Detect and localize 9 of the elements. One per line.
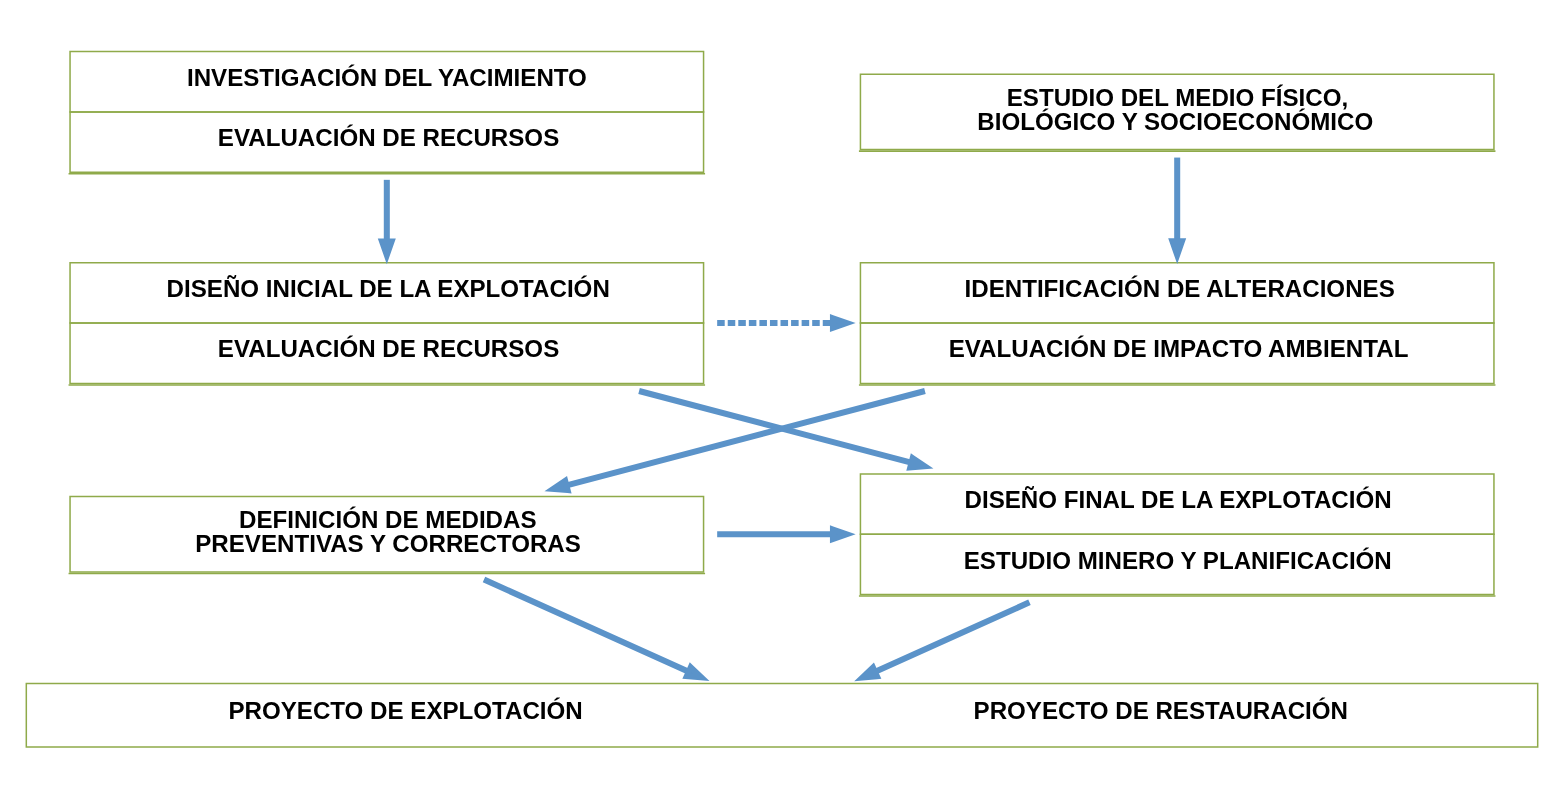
arrow — [377, 179, 396, 264]
arrow — [717, 524, 856, 543]
arrow — [1168, 157, 1187, 264]
arrow — [854, 599, 1031, 681]
arrow — [482, 576, 710, 681]
arrow — [717, 313, 856, 332]
arrow — [544, 387, 926, 493]
node-box: PROYECTO DE EXPLOTACIÓN PROYECTO DE RESTAURACIÓN — [25, 682, 1539, 748]
arrow — [638, 387, 934, 471]
